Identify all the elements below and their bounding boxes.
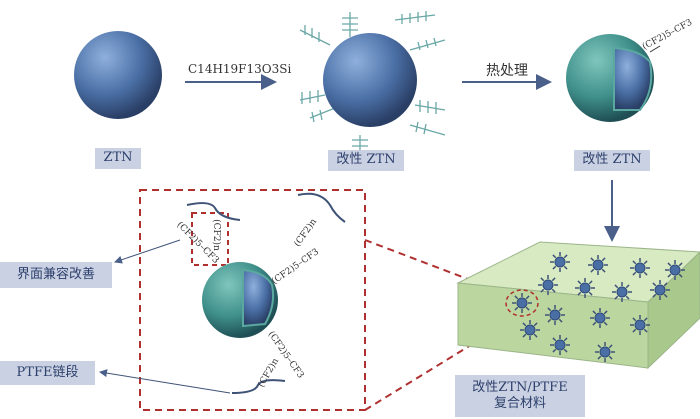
nanoparticle (516, 297, 528, 309)
nanoparticle-chain (533, 333, 538, 338)
nanoparticle-chain (563, 348, 568, 353)
nanoparticle (654, 284, 666, 296)
silane-chains (299, 11, 446, 150)
nanoparticle (579, 282, 591, 294)
nanoparticle (549, 309, 561, 321)
nanoparticle (554, 339, 566, 351)
label-composite: 改性ZTN/PTFE 复合材料 (455, 375, 585, 417)
nanoparticle-chain (563, 337, 568, 342)
nanoparticle (594, 312, 606, 324)
nanoparticle-chain (678, 262, 683, 267)
nanoparticle-chain (601, 257, 606, 262)
ztn-particle (74, 31, 162, 119)
nanoparticle-chain (558, 318, 563, 323)
pointer-lines (99, 239, 231, 394)
nanoparticle-chain (525, 306, 530, 311)
nanoparticle-chain (552, 265, 557, 270)
zoom-line-top (364, 239, 511, 296)
nanoparticle-chain (552, 337, 557, 342)
nanoparticle-chain (608, 355, 613, 360)
nanoparticle-chain (552, 254, 557, 259)
nanoparticle-chain (643, 328, 648, 333)
modified-ztn-particle-zoomed (202, 262, 278, 338)
nanoparticle-chain (540, 288, 545, 293)
nanoparticle-chain (625, 284, 630, 289)
label-modified-ztn-1: 改性 ZTN (328, 150, 404, 171)
nanoparticle-chain (667, 262, 672, 267)
nanoparticle-chain (632, 260, 637, 265)
modified-ztn-particle-1 (323, 33, 417, 127)
composite-line2: 复合材料 (493, 396, 546, 411)
nanoparticle-chain (590, 257, 595, 262)
nanoparticle (669, 264, 681, 276)
nanoparticle-chain (652, 282, 657, 287)
nanoparticle-chain (514, 295, 519, 300)
composite-slab (456, 241, 700, 370)
modified-ztn-particle-2 (566, 34, 661, 122)
nanoparticle-chain (663, 282, 668, 287)
nanoparticle-chain (597, 344, 602, 349)
label-ztn: ZTN (95, 148, 141, 169)
nanoparticle-chain (597, 355, 602, 360)
nanoparticle-chain (590, 268, 595, 273)
nanoparticle-chain (588, 280, 593, 285)
nanoparticle (524, 324, 536, 336)
nanoparticle-chain (601, 268, 606, 273)
nanoparticle-chain (663, 293, 668, 298)
nanoparticle-chain (551, 288, 556, 293)
heat-treatment-label: 热处理 (486, 63, 528, 79)
nanoparticle (634, 319, 646, 331)
nanoparticle-chain (522, 333, 527, 338)
zoom-box (139, 189, 366, 411)
nanoparticle (616, 286, 628, 298)
nanoparticle-chain (632, 328, 637, 333)
nanoparticle-chain (551, 277, 556, 282)
chain-link-label-left: (CF2)n (210, 219, 221, 251)
nanoparticle-chain (614, 284, 619, 289)
label-ptfe-segment: PTFE链段 (0, 361, 95, 385)
composite-line1: 改性ZTN/PTFE (472, 379, 568, 395)
interface-box (191, 212, 229, 266)
nanoparticle-chain (547, 318, 552, 323)
nanoparticle-chain (643, 260, 648, 265)
nanoparticle-chain (577, 291, 582, 296)
label-interface: 界面兼容改善 (0, 262, 112, 288)
nanoparticle-chain (608, 344, 613, 349)
nanoparticle (554, 256, 566, 268)
nanoparticle-chain (577, 280, 582, 285)
ptfe-chains (186, 192, 346, 394)
nanoparticle (634, 262, 646, 274)
reagent-label: C14H19F13O3Si (188, 62, 292, 76)
nanoparticle-chain (552, 348, 557, 353)
nanoparticle-chain (563, 265, 568, 270)
nanoparticle-chain (547, 307, 552, 312)
nanoparticle-chain (632, 271, 637, 276)
nanoparticle-chain (588, 291, 593, 296)
nanoparticle-chain (643, 317, 648, 322)
nanoparticle (599, 346, 611, 358)
nanoparticle-chain (632, 317, 637, 322)
nanoparticle-chain (667, 273, 672, 278)
nanoparticle-chain (625, 295, 630, 300)
nanoparticle-chain (592, 310, 597, 315)
nanoparticle (542, 279, 554, 291)
nanoparticle-chain (643, 271, 648, 276)
label-modified-ztn-2: 改性 ZTN (574, 150, 650, 171)
nanoparticle-chain (540, 277, 545, 282)
nanoparticle-chain (603, 310, 608, 315)
nanoparticle (592, 259, 604, 271)
nanoparticle-chain (592, 321, 597, 326)
nanoparticle-chain (558, 307, 563, 312)
nanoparticle-chain (603, 321, 608, 326)
nanoparticle-chain (652, 293, 657, 298)
nanoparticle-chain (563, 254, 568, 259)
nanoparticle-chain (522, 322, 527, 327)
nanoparticle-chain (533, 322, 538, 327)
nanoparticle-chain (514, 306, 519, 311)
nanoparticle-chain (525, 295, 530, 300)
nanoparticle-chain (614, 295, 619, 300)
nanoparticle-chain (678, 273, 683, 278)
